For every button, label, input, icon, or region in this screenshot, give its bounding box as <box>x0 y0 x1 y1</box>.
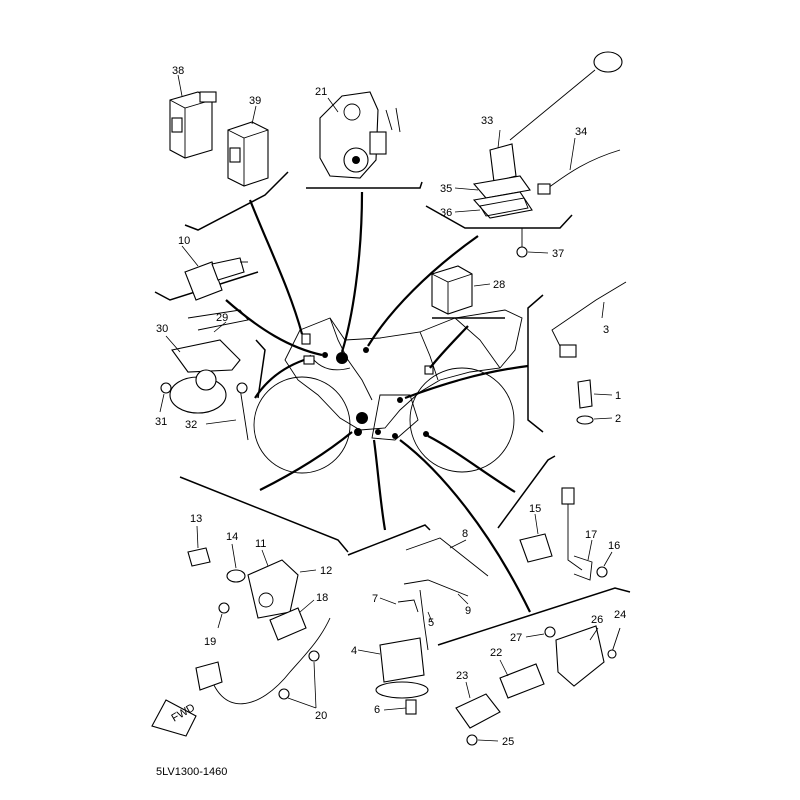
callout-34: 34 <box>575 126 587 138</box>
wire-lead-34 <box>537 137 621 195</box>
wire-lead-8 <box>405 537 489 577</box>
gasket-2 <box>576 415 613 425</box>
callout-21: 21 <box>315 86 327 98</box>
callout-16: 16 <box>608 540 620 552</box>
callout-24: 24 <box>614 609 626 621</box>
cable-5 <box>419 589 433 651</box>
fwd-arrow-marker: FWD <box>151 699 197 737</box>
callout-13: 13 <box>190 513 202 525</box>
callout-labels: 1 2 3 4 5 6 7 8 9 10 11 12 13 14 15 16 1… <box>155 65 626 748</box>
screw-31 <box>159 382 172 413</box>
wire-lead-9 <box>403 579 469 605</box>
group-leader-wires <box>225 191 531 613</box>
screw-24 <box>607 627 621 659</box>
callout-9: 9 <box>465 605 471 617</box>
ignition-coil-4 <box>357 637 429 699</box>
callout-33: 33 <box>481 115 493 127</box>
callout-1: 1 <box>615 390 621 402</box>
bracket-7 <box>379 597 419 613</box>
screw-19 <box>217 602 230 629</box>
callout-2: 2 <box>615 413 621 425</box>
callout-30: 30 <box>156 323 168 335</box>
callout-28: 28 <box>493 279 505 291</box>
starter-relay-21 <box>319 91 401 179</box>
fuel-sender-33 <box>454 51 623 219</box>
callout-29: 29 <box>216 312 228 324</box>
callout-8: 8 <box>462 528 468 540</box>
callout-4: 4 <box>351 645 357 657</box>
group-boundaries <box>154 171 631 646</box>
callout-31: 31 <box>155 416 167 428</box>
callout-27: 27 <box>510 632 522 644</box>
callout-5: 5 <box>428 617 434 629</box>
switch-22 <box>499 659 545 699</box>
relay-39 <box>227 105 269 187</box>
flasher-relay-28 <box>431 265 491 315</box>
relay-38 <box>169 74 217 159</box>
callout-14: 14 <box>226 531 238 543</box>
callout-22: 22 <box>490 647 502 659</box>
callout-39: 39 <box>249 95 261 107</box>
callout-23: 23 <box>456 670 468 682</box>
wire-harness-20 <box>195 617 331 709</box>
bolt-6 <box>383 699 417 715</box>
sensor-15 <box>519 487 583 571</box>
horn-30 <box>165 309 249 414</box>
callout-25: 25 <box>502 736 514 748</box>
callout-36: 36 <box>440 207 452 219</box>
screw-27 <box>525 626 556 638</box>
neutral-switch-10 <box>181 245 248 301</box>
callout-7: 7 <box>372 593 378 605</box>
screw-16 <box>596 551 613 578</box>
callout-17: 17 <box>585 529 597 541</box>
reference-code: 5LV1300-1460 <box>156 766 227 778</box>
bolt-13 <box>187 525 211 567</box>
washer-14 <box>226 543 246 583</box>
callout-6: 6 <box>374 704 380 716</box>
motorcycle-outline <box>253 309 523 474</box>
cover-23 <box>455 681 501 729</box>
pickup-coil-11 <box>247 549 317 619</box>
callout-26: 26 <box>591 614 603 626</box>
callout-32: 32 <box>185 419 197 431</box>
callout-15: 15 <box>529 503 541 515</box>
callout-19: 19 <box>204 636 216 648</box>
screw-25 <box>466 734 499 746</box>
callout-10: 10 <box>178 235 190 247</box>
callout-35: 35 <box>440 183 452 195</box>
bracket-17 <box>573 539 593 581</box>
bracket-26 <box>555 625 605 687</box>
callout-18: 18 <box>316 592 328 604</box>
callout-38: 38 <box>172 65 184 77</box>
sensor-18 <box>269 599 315 641</box>
wire-lead-3 <box>551 281 627 358</box>
screw-37 <box>516 228 549 258</box>
sensor-1 <box>577 379 613 409</box>
cable-tie-32 <box>205 382 249 441</box>
callout-37: 37 <box>552 248 564 260</box>
callout-12: 12 <box>320 565 332 577</box>
callout-3: 3 <box>603 324 609 336</box>
callout-20: 20 <box>315 710 327 722</box>
callout-11: 11 <box>255 538 266 550</box>
